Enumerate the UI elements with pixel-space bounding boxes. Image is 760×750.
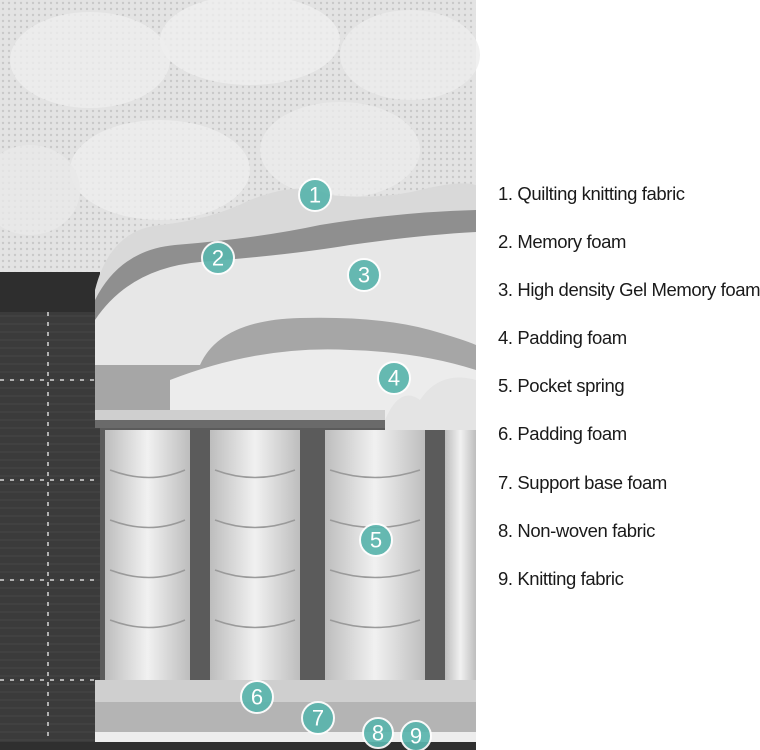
svg-text:3: 3 [358,263,370,288]
badge-3: 3 [347,258,381,292]
legend-item-1: 1. Quilting knitting fabric [498,183,685,204]
legend-item-2: 2. Memory foam [498,231,627,253]
badge-4: 4 [377,361,411,395]
svg-text:9: 9 [410,724,422,749]
legend-item-7: 7. Support base foam [498,471,667,493]
svg-text:8: 8 [372,721,384,746]
badge-7: 7 [301,701,335,735]
badge-9: 9 [400,720,432,750]
svg-text:1: 1 [309,183,321,208]
badge-1: 1 [298,178,332,212]
legend-item-8: 8. Non-woven fabric [498,519,655,541]
svg-text:4: 4 [388,366,400,391]
layer-legend: 1. Quilting knitting fabric 2. Memory fo… [498,176,760,609]
svg-text:5: 5 [370,528,382,553]
svg-text:7: 7 [312,706,324,731]
legend-item-9: 9. Knitting fabric [498,567,624,589]
badge-5: 5 [359,523,393,557]
pocket-springs [105,377,476,680]
badge-6: 6 [240,680,274,714]
legend-item-6: 6. Padding foam [498,423,627,445]
comfort-layers [95,183,476,428]
legend-item-4: 4. Padding foam [498,327,627,349]
badge-8: 8 [362,717,394,749]
quilted-top-fabric [0,0,480,275]
mattress-cutaway-illustration: 1 2 3 4 5 6 7 8 9 [0,0,480,750]
svg-text:2: 2 [212,246,224,271]
side-panel [0,272,100,750]
legend-item-5: 5. Pocket spring [498,375,625,397]
legend-item-3: 3. High density Gel Memory foam [498,279,760,301]
badge-2: 2 [201,241,235,275]
svg-text:6: 6 [251,685,263,710]
